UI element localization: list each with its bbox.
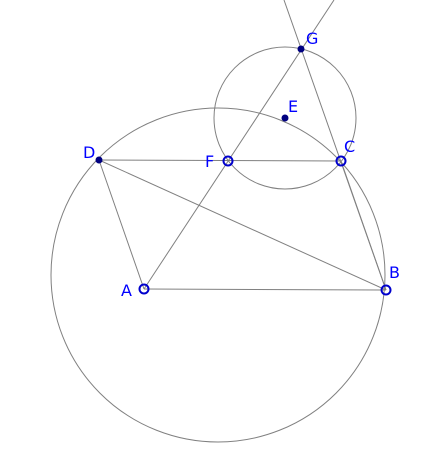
point-c[interactable] xyxy=(335,155,347,167)
segment-d-c[interactable] xyxy=(98,159,342,162)
line-g-b[interactable] xyxy=(283,0,387,291)
segment-d-a[interactable] xyxy=(98,159,145,290)
label-d: D xyxy=(83,143,95,162)
point-g[interactable] xyxy=(297,45,305,53)
point-f[interactable] xyxy=(222,155,234,167)
circle-small-center-e[interactable] xyxy=(213,46,357,190)
segment-a-b[interactable] xyxy=(143,288,387,291)
point-b[interactable] xyxy=(380,284,392,296)
label-g: G xyxy=(306,29,318,48)
label-c: C xyxy=(344,137,355,156)
label-f: F xyxy=(205,152,214,171)
point-a[interactable] xyxy=(138,283,150,295)
point-d[interactable] xyxy=(95,156,103,164)
label-a: A xyxy=(121,281,132,300)
label-b: B xyxy=(389,263,400,282)
label-e: E xyxy=(288,97,298,116)
segment-d-b[interactable] xyxy=(98,159,387,291)
point-e[interactable] xyxy=(281,114,289,122)
circle-big[interactable] xyxy=(50,107,386,443)
